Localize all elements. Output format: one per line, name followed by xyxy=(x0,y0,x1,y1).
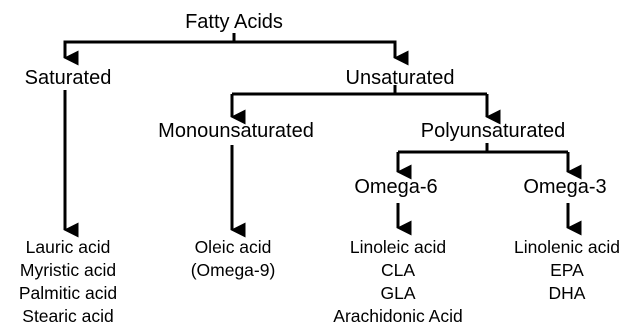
omega3-examples-list: Linolenic acid EPA DHA xyxy=(514,236,620,305)
node-omega6: Omega-6 xyxy=(354,176,438,198)
list-item: Stearic acid xyxy=(22,306,114,326)
list-item: Lauric acid xyxy=(25,237,111,257)
list-item: Linoleic acid xyxy=(349,237,447,257)
list-item: Myristic acid xyxy=(19,260,117,280)
omega6-examples-list: Linoleic acid CLA GLA Arachidonic Acid xyxy=(333,236,462,328)
list-item: Palmitic acid xyxy=(18,283,118,303)
node-unsaturated: Unsaturated xyxy=(345,67,455,89)
node-polyunsaturated: Polyunsaturated xyxy=(420,120,566,142)
list-item: GLA xyxy=(380,283,416,303)
root-bar xyxy=(63,40,397,51)
list-item: EPA xyxy=(550,260,584,280)
saturated-examples-list: Lauric acid Myristic acid Palmitic acid … xyxy=(19,236,117,328)
list-item: Linolenic acid xyxy=(513,237,621,257)
mono-examples-list: Oleic acid (Omega-9) xyxy=(191,236,276,282)
node-omega3: Omega-3 xyxy=(523,176,607,198)
node-saturated: Saturated xyxy=(24,67,112,89)
list-item: Oleic acid xyxy=(194,237,272,257)
node-fatty-acids: Fatty Acids xyxy=(185,11,283,33)
list-item: Arachidonic Acid xyxy=(333,306,463,326)
list-item: (Omega-9) xyxy=(190,260,276,280)
list-item: DHA xyxy=(548,283,586,303)
node-monounsaturated: Monounsaturated xyxy=(158,120,314,142)
list-item: CLA xyxy=(380,260,416,280)
